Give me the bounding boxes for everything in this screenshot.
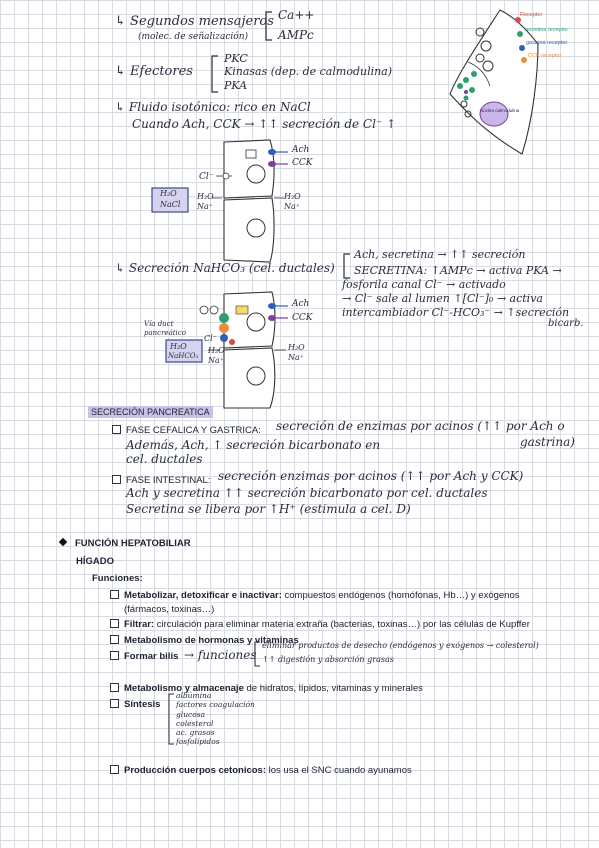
bicarb-line-0: Ach, secretina → ↑↑ secreción	[354, 248, 526, 261]
receptor-label-orange: CCK receptor	[528, 53, 562, 59]
segundos-subtitle: (molec. de señalización)	[138, 32, 248, 42]
bicarb-line-4: intercambiador Cl⁻-HCO₃⁻ → ↑secreción	[342, 306, 570, 319]
bilis-hw: → funciones	[184, 648, 257, 662]
cell2-cck-label: CCK	[292, 313, 313, 323]
fase2-hw-1: Ach y secretina ↑↑ secreción bicarbonato…	[126, 486, 488, 500]
efectores-line: ↳ Efectores	[115, 64, 193, 79]
receptor-label-red: Receptor	[520, 12, 543, 18]
hepato-item-filtrar: Filtrar: circulación para eliminar mater…	[110, 619, 530, 630]
sintesis-item-1: factores coagulación	[176, 700, 255, 709]
efectores-item-pkc: PKC	[224, 52, 248, 65]
sintesis-item-0: albúmina	[176, 691, 212, 700]
hepato-item-hormonas: Metabolismo de hormonas y vitaminas	[110, 635, 299, 646]
bicarb-line-5: bicarb.	[548, 318, 584, 329]
higado-subtitle: HÍGADO	[76, 556, 114, 567]
cell1-cck-label: CCK	[292, 158, 313, 168]
segundos-title: Segundos mensajeros	[130, 14, 274, 29]
cell1-na-left: Na⁺	[197, 202, 213, 211]
fase1-hw-0: secreción de enzimas por acinos (↑↑ por …	[276, 419, 565, 433]
bicarb-line-2: fosforila canal Cl⁻ → activado	[342, 278, 506, 291]
hepato-item-0: Metabolizar, detoxificar e inactivar: co…	[110, 590, 520, 601]
arrow-icon: ↳	[115, 100, 126, 114]
duct-cell-diagram-1	[151, 139, 288, 263]
fase-cefalica-label: FASE CEFALICA Y GASTRICA:	[112, 425, 261, 436]
acinar-cell-diagram	[449, 9, 539, 155]
hepato-item-cetonicos: Producción cuerpos cetonicos: los usa el…	[110, 765, 412, 776]
fluido-line1: ↳ Fluido isotónico: rico en NaCl	[115, 100, 311, 114]
efectores-item-pka: PKA	[224, 79, 248, 92]
receptor-label-green: secretina receptor	[524, 27, 569, 33]
nucleus-label: Núcleo calmodulina	[480, 108, 520, 113]
bilis-sub-1: ↑↑ digestión y absorción grasas	[262, 655, 394, 664]
efectores-title: Efectores	[130, 64, 193, 79]
efectores-item-kinasas: Kinasas (dep. de calmodulina)	[224, 65, 393, 78]
cell1-na-right: Na⁺	[284, 202, 300, 211]
checkbox-icon	[110, 699, 119, 708]
fase1-hw-1: gastrina)	[520, 435, 575, 449]
cell2-side-label-1: pancreático	[144, 329, 186, 337]
cell1-box-h2o: H₂O	[160, 189, 177, 198]
bicarb-title-line: ↳ Secreción NaHCO₃ (cel. ductales)	[115, 261, 335, 275]
segundos-item-ca: Ca++	[278, 8, 315, 22]
fase1-hw-3: cel. ductales	[126, 452, 203, 466]
segundos-mensajeros-line: ↳ Segundos mensajeros	[115, 14, 274, 29]
hepato-item-bilis: Formar bilis	[110, 651, 178, 662]
fase2-hw-2: Secretina se libera por ↑H⁺ (estimula a …	[126, 502, 411, 516]
sintesis-item-5: fosfolípidos	[176, 737, 220, 746]
hepato-item-metabolismo: Metabolismo y almacenaje de hidratos, lí…	[110, 683, 423, 694]
cell1-cl-label: Cl⁻	[199, 172, 214, 182]
left-bracket-icon	[254, 641, 260, 667]
checkbox-icon	[110, 765, 119, 774]
fase1-hw-2: Además, Ach, ↑ secreción bicarbonato en	[126, 438, 381, 452]
receptor-label-blue: gastrina receptor	[526, 40, 568, 46]
cell2-cl-label: Cl⁻	[204, 334, 217, 343]
arrow-icon: ↳	[115, 261, 126, 275]
checkbox-icon	[110, 635, 119, 644]
cell1-h2o-right: H₂O	[284, 192, 301, 201]
cell1-ach-label: Ach	[292, 145, 310, 155]
hepato-title: FUNCIÓN HEPATOBILIAR	[58, 537, 191, 549]
cell2-h2o-right: H₂O	[288, 343, 305, 352]
cell2-box-h2o: H₂O	[170, 342, 187, 351]
left-bracket-icon	[211, 55, 218, 93]
pancreatica-heading: SECRECIÓN PANCREATICA	[88, 406, 213, 418]
bicarb-line-3: → Cl⁻ sale al lumen ↑[Cl⁻]₀ → activa	[342, 292, 543, 305]
cell2-box-nahco3: NaHCO₃	[168, 352, 199, 360]
cell2-h2o-left: H₂O	[208, 346, 225, 355]
left-bracket-icon	[265, 11, 272, 41]
cell2-ach-label: Ach	[292, 299, 310, 309]
hepato-item-sintesis: Síntesis	[110, 699, 160, 710]
cell1-h2o-left: H₂O	[197, 192, 214, 201]
checkbox-icon	[112, 475, 121, 484]
sintesis-item-3: colesterol	[176, 719, 214, 728]
checkbox-icon	[110, 651, 119, 660]
checkbox-icon	[112, 425, 121, 434]
bilis-sub-0: eliminar productos de desecho (endógenos…	[262, 641, 539, 650]
duct-cell-diagram-2	[165, 291, 288, 409]
fluido-line2: Cuando Ach, CCK → ↑↑ secreción de Cl⁻ ↑	[132, 117, 397, 131]
sintesis-bracket-icon	[168, 693, 174, 745]
checkbox-icon	[110, 683, 119, 692]
bicarb-line-1: SECRETINA: ↑AMPc → activa PKA →	[354, 264, 562, 277]
cell2-na-left: Na⁺	[208, 356, 224, 365]
checkbox-icon	[110, 619, 119, 628]
sintesis-item-4: ac. grasos	[176, 728, 215, 737]
segundos-item-ampc: AMPc	[278, 28, 314, 42]
funciones-label: Funciones:	[92, 573, 143, 584]
arrow-icon: ↳	[115, 14, 126, 29]
hepato-item-0-cont: (fármacos, toxinas…)	[124, 604, 215, 615]
checkbox-icon	[110, 590, 119, 599]
sintesis-item-2: glucosa	[176, 710, 206, 719]
fase2-hw-0: secreción enzimas por acinos (↑↑ por Ach…	[218, 469, 524, 483]
cell2-na-right: Na⁺	[288, 353, 304, 362]
cell1-box-nacl: NaCl	[160, 200, 181, 209]
fase-intestinal-label: FASE INTESTINAL:	[112, 475, 210, 486]
diamond-bullet-icon	[58, 537, 68, 547]
left-bracket-icon	[343, 253, 350, 279]
arrow-icon: ↳	[115, 64, 126, 79]
cell2-side-label-0: Vía duct	[144, 320, 174, 328]
